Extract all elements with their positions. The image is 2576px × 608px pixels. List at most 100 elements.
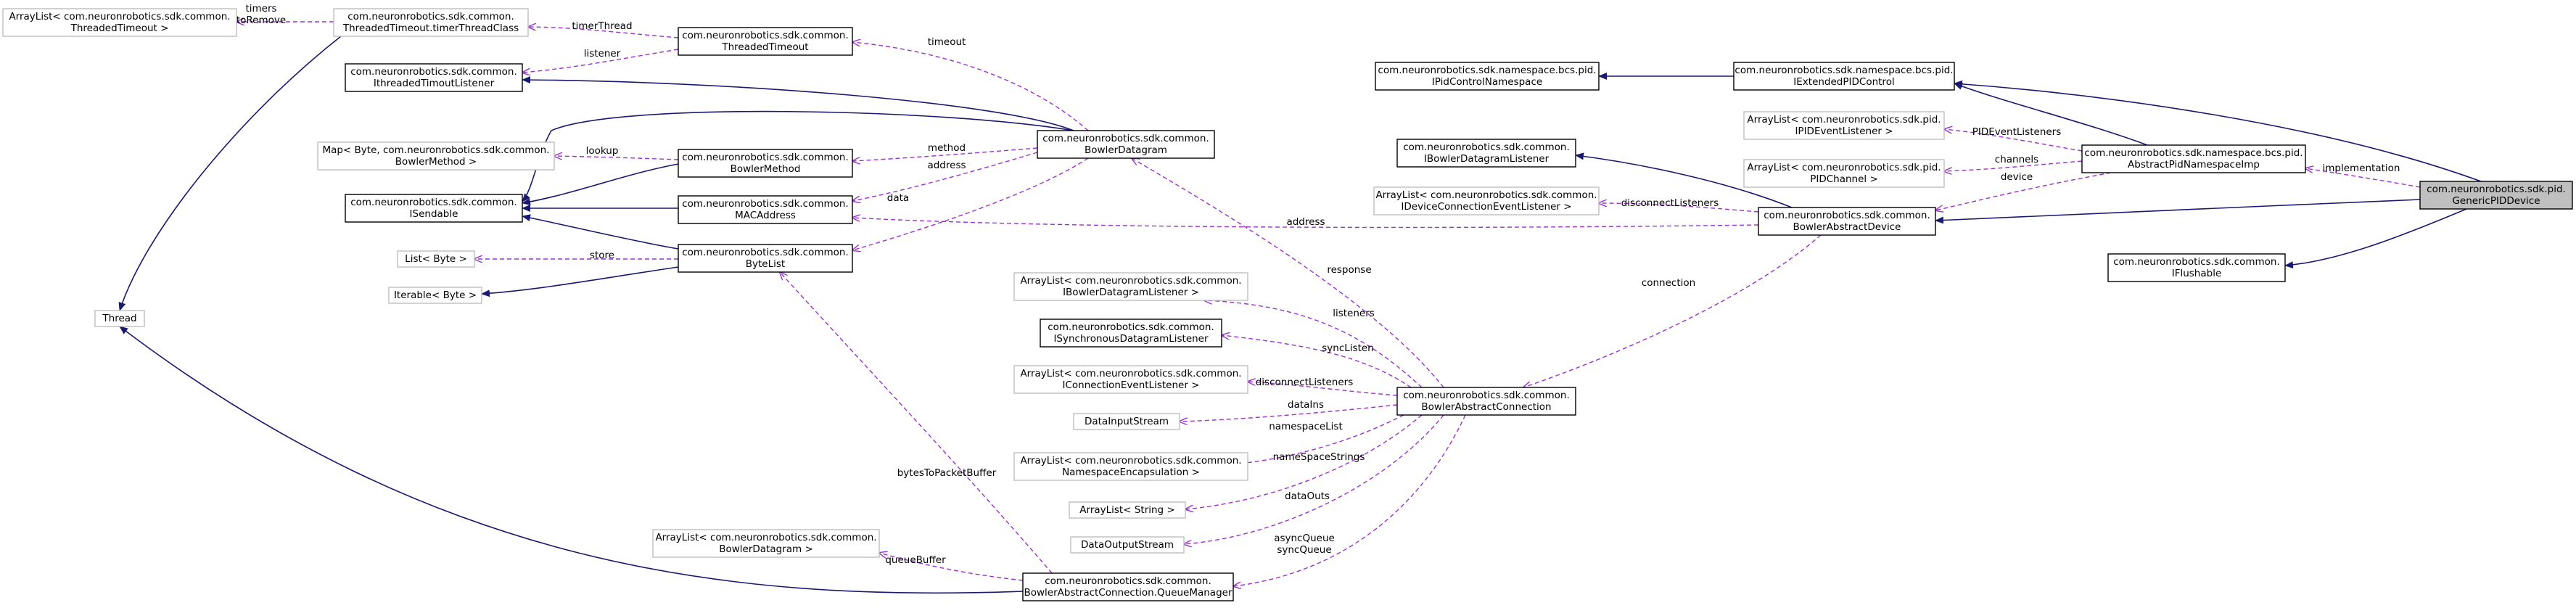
node-label-line: com.neuronrobotics.sdk.namespace.bcs.pid… — [2084, 147, 2303, 159]
node-label-line: com.neuronrobotics.sdk.common. — [1045, 575, 1211, 587]
node-bowlermethod[interactable]: com.neuronrobotics.sdk.common.BowlerMeth… — [678, 149, 853, 178]
node-dataoutputstream[interactable]: DataOutputStream — [1070, 536, 1185, 554]
node-label-line: ArrayList< com.neuronrobotics.sdk.common… — [1375, 189, 1597, 201]
node-box — [2, 8, 237, 37]
node-box — [1396, 387, 1576, 416]
node-threadedtimeout[interactable]: com.neuronrobotics.sdk.common.ThreadedTi… — [678, 27, 853, 56]
node-label-line: com.neuronrobotics.sdk.common. — [1403, 390, 1570, 401]
node-box — [345, 194, 523, 223]
node-isynchronousdatagramlistener[interactable]: com.neuronrobotics.sdk.common.ISynchrono… — [1040, 319, 1222, 348]
edge-label-implementation: implementation — [2323, 163, 2400, 174]
node-box — [1743, 111, 1945, 140]
e-generic-device — [1935, 199, 2421, 224]
e-device-connection — [1523, 234, 1822, 387]
node-label-line: com.neuronrobotics.sdk.common. — [1403, 141, 1570, 153]
node-label-line: com.neuronrobotics.sdk.common. — [350, 66, 517, 78]
e-bytelist-isendable — [522, 214, 679, 250]
node-box — [94, 310, 145, 327]
node-label-line: com.neuronrobotics.sdk.common. — [1042, 133, 1209, 144]
node-box — [1022, 572, 1234, 601]
node-label-line: com.neuronrobotics.sdk.common. — [1048, 321, 1214, 333]
node-arraylist-string[interactable]: ArrayList< String > — [1069, 501, 1186, 519]
node-bowlerabstractdevice[interactable]: com.neuronrobotics.sdk.common.BowlerAbst… — [1758, 207, 1936, 236]
edge-label-address-dev: address — [1286, 216, 1325, 228]
node-box — [1073, 413, 1180, 430]
node-arraylist-pidchannel[interactable]: ArrayList< com.neuronrobotics.sdk.pid.PI… — [1743, 159, 1945, 188]
node-box — [2419, 181, 2573, 210]
node-label-line: BowlerMethod > — [395, 156, 477, 168]
node-thread[interactable]: Thread — [94, 310, 145, 327]
node-iextendedpidcontrol[interactable]: com.neuronrobotics.sdk.namespace.bcs.pid… — [1733, 62, 1955, 91]
node-ithreadedtimeoutlistener[interactable]: com.neuronrobotics.sdk.common.IthreadedT… — [345, 63, 523, 92]
edge-label-lookup: lookup — [586, 145, 619, 157]
node-box — [2081, 144, 2306, 173]
e-connection-synclisten — [1222, 335, 1412, 388]
node-label-line: com.neuronrobotics.sdk.common. — [347, 11, 514, 22]
e-connection-datains — [1180, 404, 1398, 422]
node-label-line: com.neuronrobotics.sdk.common. — [682, 30, 849, 41]
node-abstractpidnamespaceimp[interactable]: com.neuronrobotics.sdk.namespace.bcs.pid… — [2081, 144, 2306, 173]
node-arraylist-namespaceencapsulation[interactable]: ArrayList< com.neuronrobotics.sdk.common… — [1013, 452, 1248, 481]
node-list-byte[interactable]: List< Byte > — [397, 250, 475, 268]
node-box — [1037, 130, 1215, 159]
node-box — [1013, 365, 1248, 394]
node-map-bowlermethod[interactable]: Map< Byte, com.neuronrobotics.sdk.common… — [317, 141, 555, 171]
node-arraylist-threadedtimeout[interactable]: ArrayList< com.neuronrobotics.sdk.common… — [2, 8, 237, 37]
node-arraylist-iconnectioneventlistener[interactable]: ArrayList< com.neuronrobotics.sdk.common… — [1013, 365, 1248, 394]
node-label-line: ArrayList< com.neuronrobotics.sdk.pid. — [1747, 162, 1941, 173]
node-label-line: IPidControlNamespace — [1432, 76, 1542, 88]
edge-label-response: response — [1327, 264, 1371, 276]
node-timertimeout-class[interactable]: com.neuronrobotics.sdk.common.ThreadedTi… — [333, 8, 529, 37]
node-arraylist-ideviceconnectioneventlistener[interactable]: ArrayList< com.neuronrobotics.sdk.common… — [1373, 186, 1600, 215]
node-label-line: com.neuronrobotics.sdk.common. — [1764, 210, 1930, 221]
e-connection-dataouts — [1184, 414, 1444, 544]
node-bytelist[interactable]: com.neuronrobotics.sdk.common.ByteList — [678, 244, 853, 273]
node-label-line: IBowlerDatagramListener > — [1063, 287, 1199, 298]
node-macaddress[interactable]: com.neuronrobotics.sdk.common.MACAddress — [678, 195, 853, 224]
e-timerclass-thread — [118, 36, 342, 311]
node-label-line: NamespaceEncapsulation > — [1062, 467, 1200, 478]
e-timeout-timerclass — [528, 27, 679, 38]
node-label-line: BowlerAbstractConnection — [1421, 401, 1551, 413]
node-layer: ArrayList< com.neuronrobotics.sdk.common… — [2, 8, 2573, 601]
edge-label-address-dg: address — [927, 160, 966, 171]
node-arraylist-bowlerdatagram[interactable]: ArrayList< com.neuronrobotics.sdk.common… — [652, 529, 880, 558]
node-box — [2107, 253, 2286, 282]
node-datainputstream[interactable]: DataInputStream — [1073, 413, 1180, 430]
node-ibowlerdatagramlistener[interactable]: com.neuronrobotics.sdk.common.IBowlerDat… — [1396, 139, 1576, 168]
node-isendable[interactable]: com.neuronrobotics.sdk.common.ISendable — [345, 194, 523, 223]
e-datagram-ilistener — [522, 76, 1074, 131]
node-label-line: ArrayList< com.neuronrobotics.sdk.common… — [655, 532, 876, 543]
e-connection-iceventlisteners — [1248, 382, 1398, 396]
node-label-line: ISynchronousDatagramListener — [1053, 333, 1209, 345]
node-label-line: com.neuronrobotics.sdk.common. — [682, 247, 849, 258]
node-bowlerabstractconnection[interactable]: com.neuronrobotics.sdk.common.BowlerAbst… — [1396, 387, 1576, 416]
node-label-line: DataInputStream — [1085, 416, 1169, 427]
node-genericpiddevice[interactable]: com.neuronrobotics.sdk.pid.GenericPIDDev… — [2419, 181, 2573, 210]
node-box — [678, 244, 853, 273]
node-label-line: ArrayList< String > — [1079, 504, 1174, 516]
node-ipidcontrolnamespace[interactable]: com.neuronrobotics.sdk.namespace.bcs.pid… — [1375, 62, 1600, 91]
node-label-line: ThreadedTimeout > — [70, 22, 169, 34]
node-box — [1373, 186, 1600, 215]
node-iterable-byte[interactable]: Iterable< Byte > — [388, 287, 482, 304]
node-arraylist-ibowlerdatagramlistener[interactable]: ArrayList< com.neuronrobotics.sdk.common… — [1013, 272, 1248, 301]
e-pidimp-iextended — [1954, 83, 2148, 146]
node-label-line: ArrayList< com.neuronrobotics.sdk.pid. — [1747, 114, 1941, 126]
node-label-line: BowlerAbstractDevice — [1793, 221, 1901, 233]
node-label-line: PIDChannel > — [1810, 173, 1878, 185]
node-label-line: Thread — [102, 313, 136, 324]
node-arraylist-ipideventlistener[interactable]: ArrayList< com.neuronrobotics.sdk.pid.IP… — [1743, 111, 1945, 140]
node-label-line: IDeviceConnectionEventListener > — [1401, 201, 1571, 213]
node-box — [678, 27, 853, 56]
node-queuemanager[interactable]: com.neuronrobotics.sdk.common.BowlerAbst… — [1022, 572, 1234, 601]
e-bytelist-iterable — [481, 266, 679, 297]
edge-label-timers: toRemove — [236, 15, 286, 26]
e-generic-iextended — [1954, 80, 2482, 182]
node-iflushable[interactable]: com.neuronrobotics.sdk.common.IFlushable — [2107, 253, 2286, 282]
node-label-line: ArrayList< com.neuronrobotics.sdk.common… — [1020, 455, 1241, 467]
node-label-line: com.neuronrobotics.sdk.namespace.bcs.pid… — [1378, 65, 1596, 76]
node-label-line: MACAddress — [735, 210, 796, 221]
edge-label-method: method — [928, 142, 966, 154]
node-bowlerdatagram[interactable]: com.neuronrobotics.sdk.common.BowlerData… — [1037, 130, 1215, 159]
